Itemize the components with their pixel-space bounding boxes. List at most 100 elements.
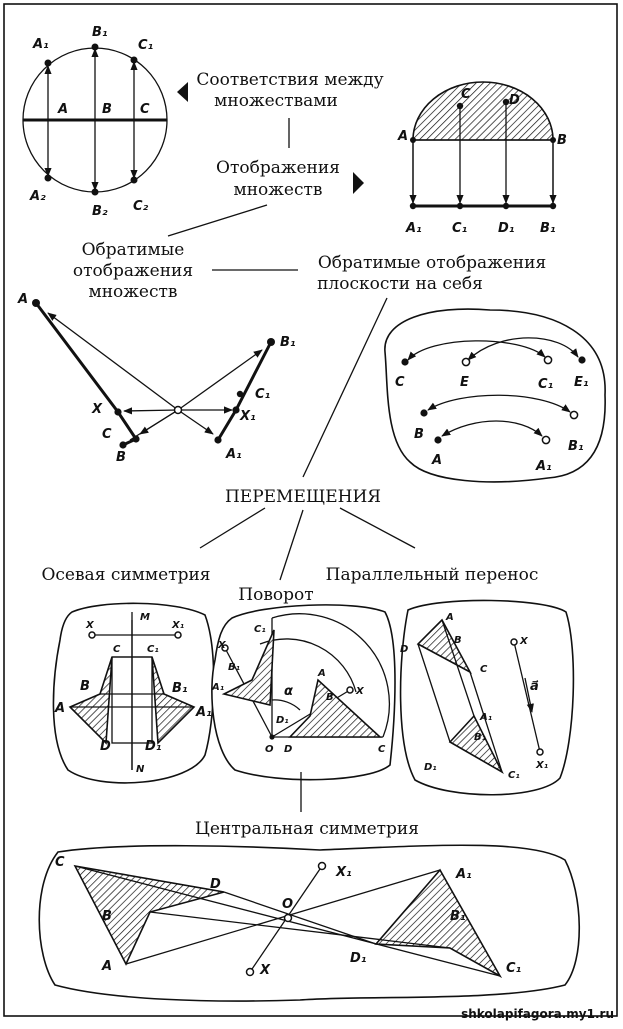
label-B1: B₁ bbox=[172, 681, 188, 696]
label-X: X bbox=[355, 686, 365, 697]
label-C1: C₁ bbox=[538, 377, 554, 392]
label-C: C bbox=[113, 644, 121, 655]
triangle-right-icon bbox=[353, 172, 364, 194]
label-X1: X₁ bbox=[335, 865, 352, 880]
caption-rotation: Поворот bbox=[238, 585, 313, 605]
label-A1: A₁ bbox=[405, 221, 422, 236]
label-D: D bbox=[400, 644, 408, 655]
label-B1: B₁ bbox=[280, 335, 296, 350]
label-X1: X₁ bbox=[171, 620, 184, 631]
label-C1: C₁ bbox=[147, 644, 159, 655]
label-A1: A₁ bbox=[32, 37, 49, 52]
caption-correspondence-2: множествами bbox=[214, 91, 338, 111]
label-C: C bbox=[378, 744, 386, 755]
label-B1: B₁ bbox=[540, 221, 556, 236]
caption-motions: ПЕРЕМЕЩЕНИЯ bbox=[225, 487, 381, 507]
label-O: O bbox=[282, 897, 293, 912]
label-A: A bbox=[57, 102, 68, 117]
caption-inv-sets-2: отображения bbox=[73, 261, 193, 281]
watermark-text: shkolapifagora.my1.ru bbox=[461, 1007, 614, 1021]
outer-frame bbox=[3, 3, 618, 1017]
axial-symmetry-figure: X X₁ M C C₁ B B₁ A A₁ D D₁ N bbox=[52, 602, 215, 784]
label-C2: C₂ bbox=[133, 199, 149, 214]
label-B1: B₁ bbox=[450, 909, 466, 924]
label-B: B bbox=[80, 679, 90, 694]
label-B1: B₁ bbox=[568, 439, 584, 454]
caption-correspondence-1: Соответствия между bbox=[196, 70, 383, 90]
caption-inv-plane-2: плоскости на себя bbox=[317, 274, 483, 294]
label-N: N bbox=[136, 764, 145, 775]
label-alpha: α bbox=[284, 684, 293, 699]
label-C: C bbox=[55, 855, 65, 870]
label-M: M bbox=[140, 612, 150, 623]
label-B: B bbox=[102, 102, 112, 117]
label-D: D bbox=[284, 744, 292, 755]
triangle-left-icon bbox=[177, 82, 188, 102]
circle-correspondence-figure: A₁ B₁ C₁ A B C A₂ B₂ C₂ bbox=[22, 25, 168, 219]
label-A1: A₁ bbox=[479, 712, 492, 723]
semicircle-projection-figure: A B C D A₁ C₁ D₁ B₁ bbox=[397, 81, 567, 236]
label-X: X bbox=[85, 620, 95, 631]
label-A: A bbox=[317, 668, 326, 679]
label-X1: X₁ bbox=[535, 760, 548, 771]
translation-figure: A B D C X a⃗ A₁ B₁ D₁ C₁ X₁ bbox=[399, 599, 575, 796]
label-D1: D₁ bbox=[276, 715, 289, 726]
label-A1: A₁ bbox=[211, 682, 224, 693]
label-vec-a: a⃗ bbox=[530, 679, 539, 694]
label-B: B bbox=[116, 450, 126, 465]
label-D1: D₁ bbox=[145, 739, 162, 754]
label-A: A bbox=[101, 959, 112, 974]
caption-mapping-2: множеств bbox=[234, 180, 323, 200]
label-D: D bbox=[509, 93, 520, 108]
label-D: D bbox=[210, 877, 221, 892]
label-A: A bbox=[445, 612, 454, 623]
caption-inv-plane-1: Обратимые отображения bbox=[318, 253, 546, 273]
label-B: B bbox=[414, 427, 424, 442]
caption-axial: Осевая симметрия bbox=[41, 565, 210, 585]
label-E1: E₁ bbox=[574, 375, 589, 390]
label-A1: A₁ bbox=[195, 705, 212, 720]
label-X: X bbox=[259, 963, 271, 978]
caption-mapping-1: Отображения bbox=[216, 158, 340, 178]
label-C: C bbox=[140, 102, 150, 117]
label-C1: C₁ bbox=[506, 961, 522, 976]
label-A1: A₁ bbox=[535, 459, 552, 474]
label-X: X bbox=[519, 636, 529, 647]
label-B: B bbox=[454, 635, 462, 646]
label-C1: C₁ bbox=[508, 770, 520, 781]
label-A1: A₁ bbox=[455, 867, 472, 882]
label-A: A bbox=[397, 129, 408, 144]
label-C1: C₁ bbox=[255, 387, 271, 402]
caption-inv-sets-3: множеств bbox=[89, 282, 178, 302]
label-D: D bbox=[100, 739, 111, 754]
label-A1: A₁ bbox=[225, 447, 242, 462]
central-symmetry-figure: C D B A O X₁ X A₁ B₁ D₁ C₁ bbox=[38, 844, 581, 1002]
rotation-figure: X C₁ B₁ A₁ α A B X D₁ O D C bbox=[211, 604, 396, 781]
caption-central: Центральная симметрия bbox=[195, 819, 419, 839]
label-B1: B₁ bbox=[92, 25, 108, 40]
label-D1: D₁ bbox=[350, 951, 367, 966]
label-D1: D₁ bbox=[498, 221, 515, 236]
label-A: A bbox=[54, 701, 65, 716]
label-B1: B₁ bbox=[474, 732, 486, 743]
label-C: C bbox=[395, 375, 405, 390]
label-B: B bbox=[102, 909, 112, 924]
label-O: O bbox=[265, 744, 274, 755]
label-C1: C₁ bbox=[138, 38, 154, 53]
label-A2: A₂ bbox=[29, 189, 46, 204]
label-B: B bbox=[326, 692, 334, 703]
label-C1: C₁ bbox=[254, 624, 266, 635]
label-C: C bbox=[461, 87, 471, 102]
label-X1: X₁ bbox=[239, 409, 256, 424]
label-D1: D₁ bbox=[424, 762, 437, 773]
butterfly-inverse-figure: A B₁ C₁ X X₁ C B A₁ bbox=[17, 292, 296, 465]
label-A: A bbox=[431, 453, 442, 468]
label-B: B bbox=[557, 133, 567, 148]
label-C: C bbox=[102, 427, 112, 442]
caption-inv-sets-1: Обратимые bbox=[82, 240, 185, 260]
label-E: E bbox=[460, 375, 469, 390]
label-X: X bbox=[91, 402, 103, 417]
caption-translation: Параллельный перенос bbox=[326, 565, 539, 585]
plane-pairs-figure: C E C₁ E₁ B B₁ A A₁ bbox=[384, 308, 606, 483]
